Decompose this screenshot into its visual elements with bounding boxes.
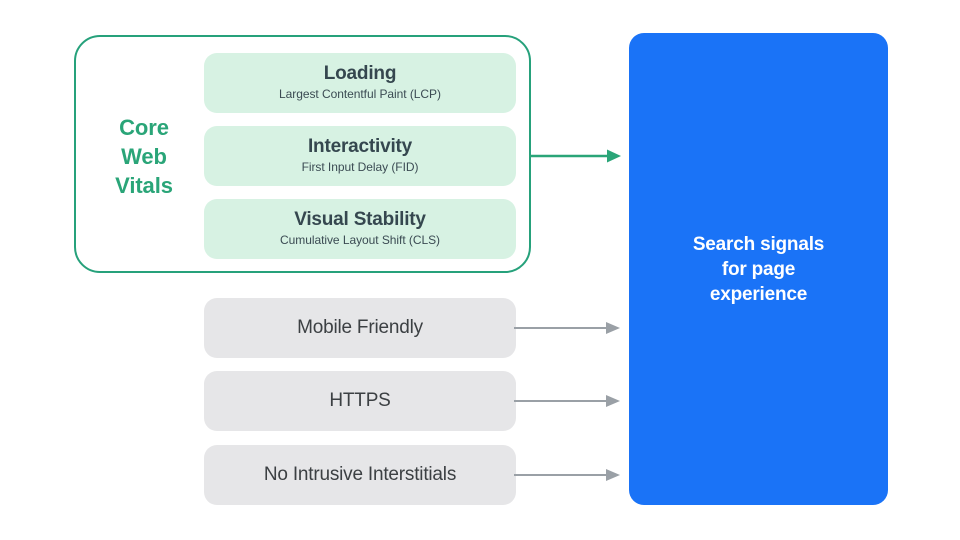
metric-title: Interactivity: [307, 136, 413, 157]
arrow-no-intrusive-interstitials-to-outcome: [514, 469, 620, 481]
signal-card-mobile-friendly: Mobile Friendly: [204, 298, 516, 358]
core-web-vitals-group-label: Core Web Vitals: [96, 113, 192, 200]
metric-subtitle: Cumulative Layout Shift (CLS): [280, 233, 440, 247]
signal-title: Mobile Friendly: [297, 317, 423, 338]
metric-title: Visual Stability: [294, 209, 426, 230]
arrow-mobile-friendly-to-outcome: [514, 322, 620, 334]
signal-title: No Intrusive Interstitials: [263, 464, 457, 485]
metric-subtitle: First Input Delay (FID): [301, 160, 419, 174]
core-web-vitals-label-line-3: Vitals: [115, 173, 173, 198]
signal-card-https: HTTPS: [204, 371, 516, 431]
metric-title: Loading: [323, 63, 397, 84]
core-web-vitals-group: [74, 35, 531, 273]
metric-subtitle: Largest Contentful Paint (LCP): [279, 87, 441, 101]
arrow-core-web-vitals-to-outcome: [529, 149, 621, 163]
metric-card-visual-stability: Visual Stability Cumulative Layout Shift…: [204, 199, 516, 259]
outcome-panel-search-signals: Search signals for page experience: [629, 33, 888, 505]
core-web-vitals-label-line-2: Web: [121, 144, 167, 169]
core-web-vitals-label-line-1: Core: [119, 115, 169, 140]
metric-card-loading: Loading Largest Contentful Paint (LCP): [204, 53, 516, 113]
outcome-panel-text: Search signals for page experience: [692, 233, 825, 305]
signal-card-no-intrusive-interstitials: No Intrusive Interstitials: [204, 445, 516, 505]
arrow-https-to-outcome: [514, 395, 620, 407]
metric-card-interactivity: Interactivity First Input Delay (FID): [204, 126, 516, 186]
signal-title: HTTPS: [329, 390, 391, 411]
